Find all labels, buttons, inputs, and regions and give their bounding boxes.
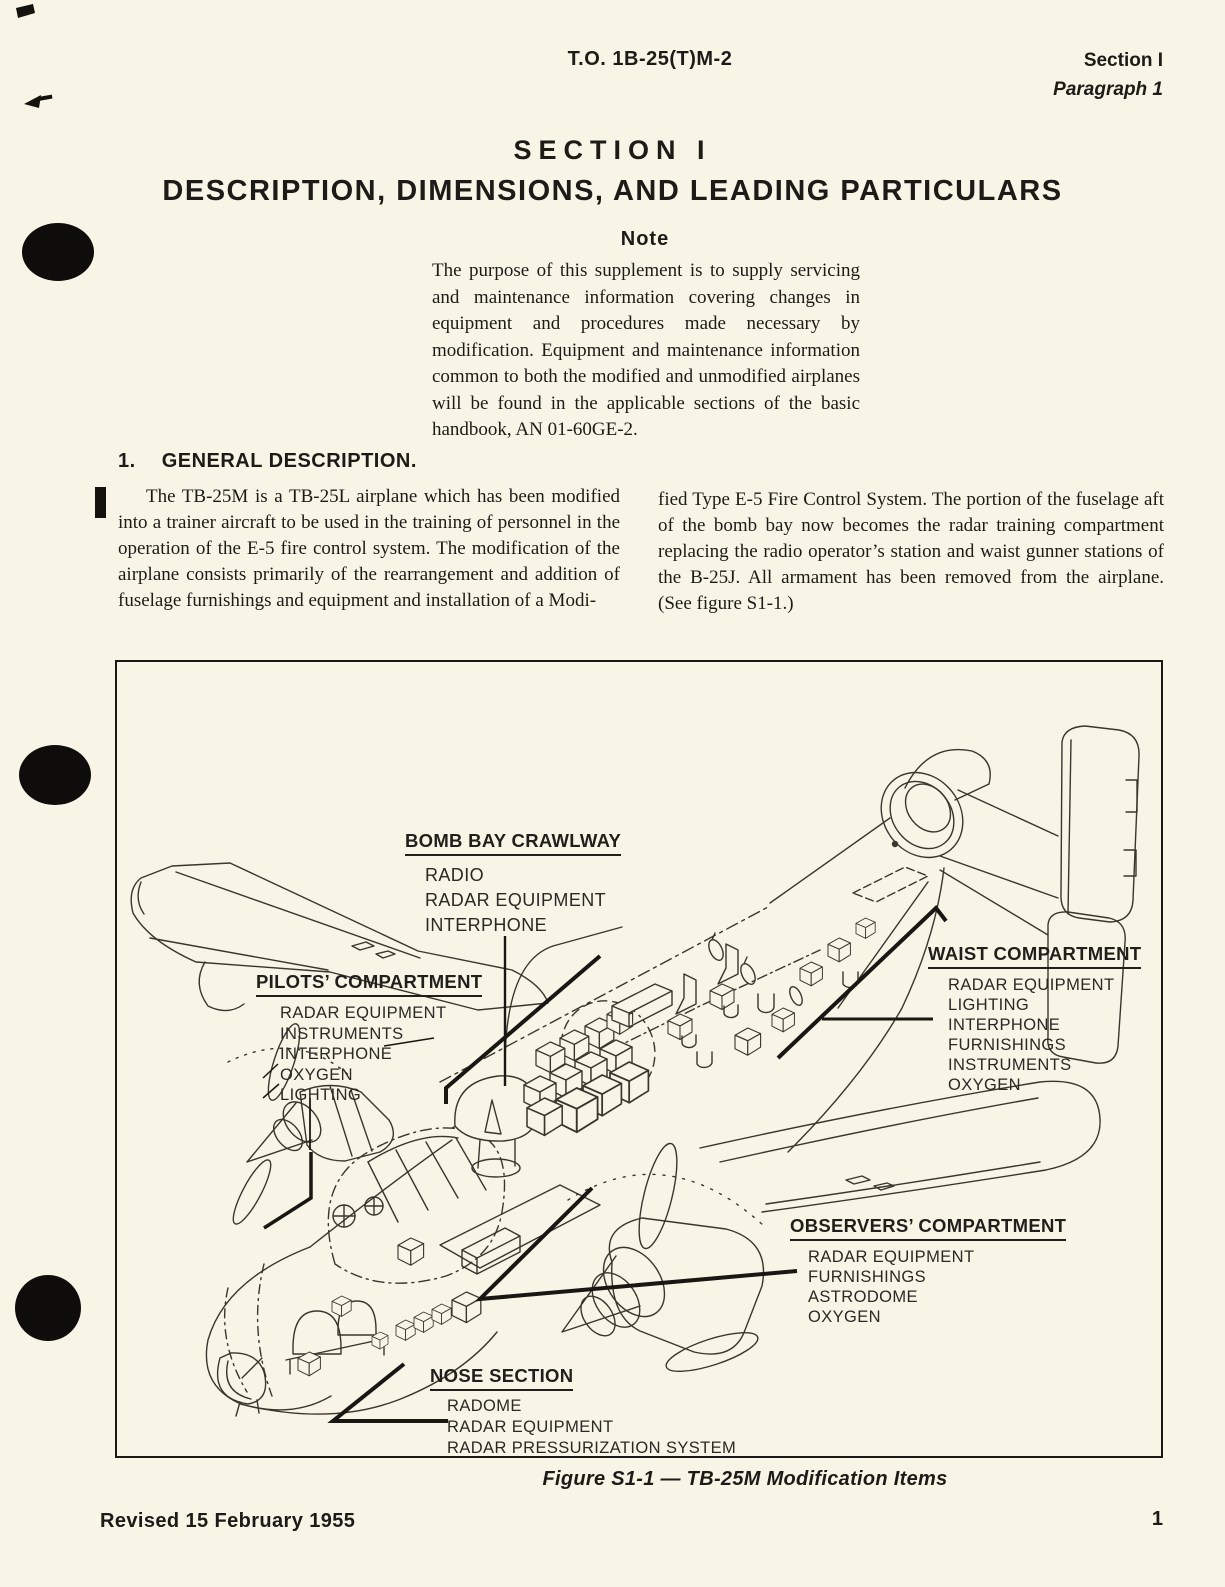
- callout-item: RADAR EQUIPMENT: [425, 890, 607, 910]
- figure-frame: [115, 660, 1163, 1458]
- callout-title: NOSE SECTION: [430, 1366, 574, 1391]
- callout-item: RADAR EQUIPMENT: [808, 1248, 975, 1266]
- callout-item: OXYGEN: [948, 1076, 1022, 1094]
- callout-item: RADAR EQUIPMENT: [948, 976, 1115, 994]
- callout-title: WAIST COMPARTMENT: [928, 944, 1142, 969]
- callout-pilots-compartment: PILOTS’ COMPARTMENT RADAR EQUIPMENT INST…: [256, 972, 483, 1106]
- body-column-right: fied Type E-5 Fire Control System. The p…: [658, 489, 1164, 614]
- callout-item: ASTRODOME: [808, 1288, 918, 1306]
- callout-title: PILOTS’ COMPARTMENT: [256, 972, 483, 997]
- general-description-heading: 1. GENERAL DESCRIPTION.: [118, 450, 417, 473]
- revision-date: Revised 15 February 1955: [100, 1510, 356, 1532]
- callout-title: BOMB BAY CRAWLWAY: [405, 831, 622, 856]
- callout-item: LIGHTING: [280, 1086, 362, 1104]
- callout-observers-compartment: OBSERVERS’ COMPARTMENT RADAR EQUIPMENT F…: [790, 1216, 1067, 1327]
- callout-item: INSTRUMENTS: [948, 1056, 1072, 1074]
- page-title: DESCRIPTION, DIMENSIONS, AND LEADING PAR…: [162, 175, 1063, 207]
- scan-marks: [16, 4, 53, 108]
- callout-item: OXYGEN: [280, 1065, 354, 1084]
- callout-item: FURNISHINGS: [948, 1036, 1067, 1054]
- callout-bomb-bay-crawlway: BOMB BAY CRAWLWAY RADIO RADAR EQUIPMENT …: [405, 831, 622, 938]
- callout-waist-compartment: WAIST COMPARTMENT RADAR EQUIPMENT LIGHTI…: [928, 944, 1142, 1095]
- to-number: T.O. 1B-25(T)M-2: [567, 48, 733, 70]
- callout-item: FURNISHINGS: [808, 1268, 927, 1286]
- note-body: The purpose of this supplement is to sup…: [432, 260, 860, 440]
- callout-item: RADAR EQUIPMENT: [447, 1418, 614, 1436]
- page-number: 1: [1151, 1508, 1163, 1530]
- binder-hole: [22, 223, 94, 281]
- callout-item: LIGHTING: [948, 996, 1030, 1014]
- callout-nose-section: NOSE SECTION RADOME RADAR EQUIPMENT RADA…: [430, 1366, 736, 1459]
- section-reference: Section I Paragraph 1: [1053, 46, 1163, 104]
- callout-item: RADIO: [425, 865, 485, 885]
- callout-item: INSTRUMENTS: [280, 1024, 404, 1043]
- section-ref-line: Section I: [1083, 50, 1163, 71]
- section-title: SECTION I: [513, 135, 712, 165]
- callout-item: RADAR PRESSURIZATION SYSTEM: [447, 1439, 737, 1457]
- callout-title: OBSERVERS’ COMPARTMENT: [790, 1216, 1067, 1241]
- note-heading: Note: [620, 228, 670, 250]
- binder-hole: [15, 1275, 81, 1341]
- callout-item: RADAR EQUIPMENT: [280, 1004, 447, 1022]
- figure-caption: Figure S1-1 — TB-25M Modification Items: [542, 1468, 948, 1490]
- binder-hole: [19, 745, 91, 805]
- heading-text: GENERAL DESCRIPTION.: [161, 450, 417, 472]
- paragraph-ref-line: Paragraph 1: [1053, 79, 1163, 100]
- callout-item: INTERPHONE: [948, 1016, 1061, 1034]
- callout-item: RADOME: [447, 1397, 522, 1415]
- heading-number: 1.: [118, 450, 136, 472]
- body-column-left: The TB-25M is a TB-25L airplane which ha…: [118, 486, 620, 611]
- callout-item: INTERPHONE: [280, 1045, 393, 1063]
- revision-bar: [95, 487, 106, 518]
- callout-item: OXYGEN: [808, 1308, 882, 1326]
- callout-item: INTERPHONE: [425, 915, 548, 935]
